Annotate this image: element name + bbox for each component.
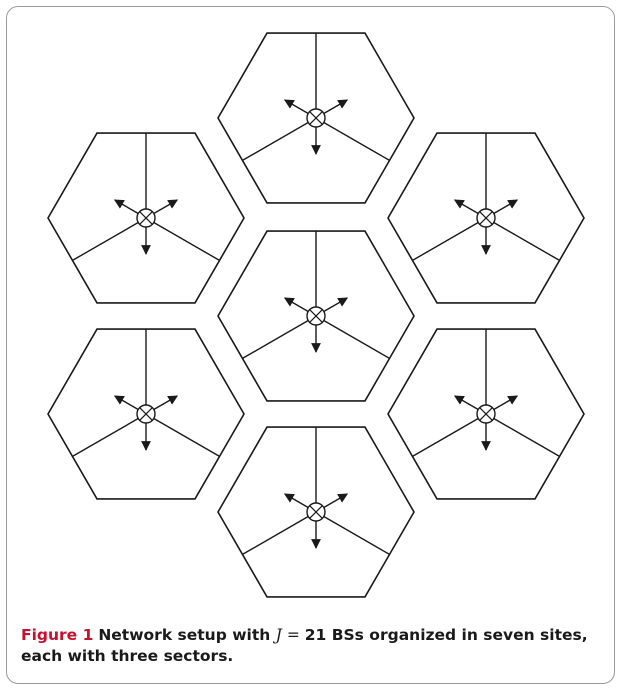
sector-antenna-arrow — [323, 99, 349, 115]
sector-boundary — [145, 413, 220, 458]
sector-boundary — [412, 217, 487, 262]
site-hexagon — [217, 32, 415, 204]
site-2 — [47, 132, 245, 304]
sector-boundary — [145, 217, 220, 262]
base-station-icon — [476, 208, 496, 228]
sector-boundary — [242, 511, 317, 556]
sector-antenna-arrow — [283, 493, 309, 509]
caption-text-end: BSs organized in seven sites, each with … — [21, 626, 588, 665]
site-hexagon — [47, 328, 245, 500]
base-station-icon — [136, 208, 156, 228]
sector-boundary — [485, 217, 560, 262]
figure-label: Figure 1 — [21, 626, 94, 644]
sector-antenna-arrow — [153, 199, 179, 215]
site-hexagon — [47, 132, 245, 304]
site-7 — [217, 426, 415, 598]
site-hexagon — [217, 230, 415, 402]
base-station-icon — [306, 306, 326, 326]
sector-boundary — [242, 315, 317, 360]
site-5 — [47, 328, 245, 500]
caption-math-symbol: J — [275, 626, 282, 644]
caption-text-start: Network setup with — [98, 626, 276, 644]
site-4 — [217, 230, 415, 402]
sector-boundary — [485, 413, 560, 458]
sector-antenna-arrow — [323, 297, 349, 313]
base-station-icon — [306, 502, 326, 522]
site-6 — [387, 328, 585, 500]
sector-boundary — [72, 217, 147, 262]
sector-boundary — [242, 117, 317, 162]
caption-math-value: 21 — [304, 626, 327, 644]
sector-boundary — [412, 413, 487, 458]
base-station-icon — [136, 404, 156, 424]
sector-antenna-arrow — [453, 395, 479, 411]
site-hexagon — [387, 328, 585, 500]
sector-antenna-arrow — [113, 395, 139, 411]
sector-antenna-arrow — [283, 297, 309, 313]
caption-math-operator: = — [281, 626, 305, 644]
site-3 — [387, 132, 585, 304]
sector-antenna-arrow — [113, 199, 139, 215]
sites-layer — [47, 32, 585, 598]
figure-caption: Figure 1 Network setup with J = 21 BSs o… — [21, 625, 601, 667]
site-hexagon — [217, 426, 415, 598]
site-1 — [217, 32, 415, 204]
base-station-icon — [476, 404, 496, 424]
sector-boundary — [315, 315, 390, 360]
sector-boundary — [72, 413, 147, 458]
sector-boundary — [315, 511, 390, 556]
sector-antenna-arrow — [453, 199, 479, 215]
sector-antenna-arrow — [153, 395, 179, 411]
sector-antenna-arrow — [323, 493, 349, 509]
base-station-icon — [306, 108, 326, 128]
sector-antenna-arrow — [493, 395, 519, 411]
sector-antenna-arrow — [493, 199, 519, 215]
sector-antenna-arrow — [283, 99, 309, 115]
sector-boundary — [315, 117, 390, 162]
site-hexagon — [387, 132, 585, 304]
